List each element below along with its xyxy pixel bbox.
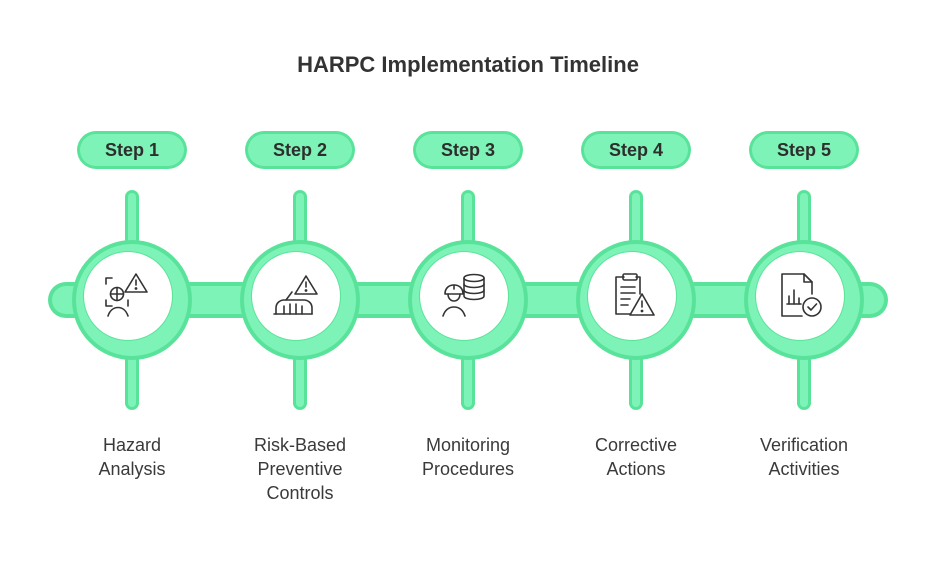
connector-bottom (125, 350, 139, 410)
timeline-step-2: Step 2 Risk-Based Preventive Controls (216, 0, 384, 576)
corrective-actions-icon (615, 273, 655, 316)
step-badge: Step 2 (245, 131, 355, 169)
verification-icon (781, 273, 822, 317)
step-label: Hazard Analysis (98, 435, 166, 479)
timeline-step-1: Step 1 Hazard Analysis (48, 0, 216, 576)
connector-top (125, 190, 139, 250)
connector-top (629, 190, 643, 250)
hazard-analysis-icon (105, 273, 148, 317)
connector-top (293, 190, 307, 250)
step-label: Verification Activities (759, 435, 849, 479)
step-node (744, 240, 864, 360)
step-node (576, 240, 696, 360)
step-badge: Step 1 (77, 131, 187, 169)
monitoring-icon (442, 273, 485, 317)
connector-bottom (461, 350, 475, 410)
preventive-controls-icon (273, 275, 318, 315)
connector-top (797, 190, 811, 250)
step-node (408, 240, 528, 360)
timeline-step-3: Step 3 Monitoring Procedures (384, 0, 552, 576)
timeline-step-5: Step 5 Verification Activities (720, 0, 888, 576)
step-label: Monitoring Procedures (421, 435, 515, 479)
step-node (240, 240, 360, 360)
connector-top (461, 190, 475, 250)
connector-bottom (629, 350, 643, 410)
step-badge: Step 4 (581, 131, 691, 169)
step-label: Risk-Based Preventive Controls (253, 435, 347, 503)
step-node (72, 240, 192, 360)
connector-bottom (797, 350, 811, 410)
connector-bottom (293, 350, 307, 410)
timeline-step-4: Step 4 Corrective Actions (552, 0, 720, 576)
diagram-title: HARPC Implementation Timeline (297, 52, 639, 77)
step-badge: Step 5 (749, 131, 859, 169)
step-label: Corrective Actions (594, 435, 678, 479)
step-badge: Step 3 (413, 131, 523, 169)
